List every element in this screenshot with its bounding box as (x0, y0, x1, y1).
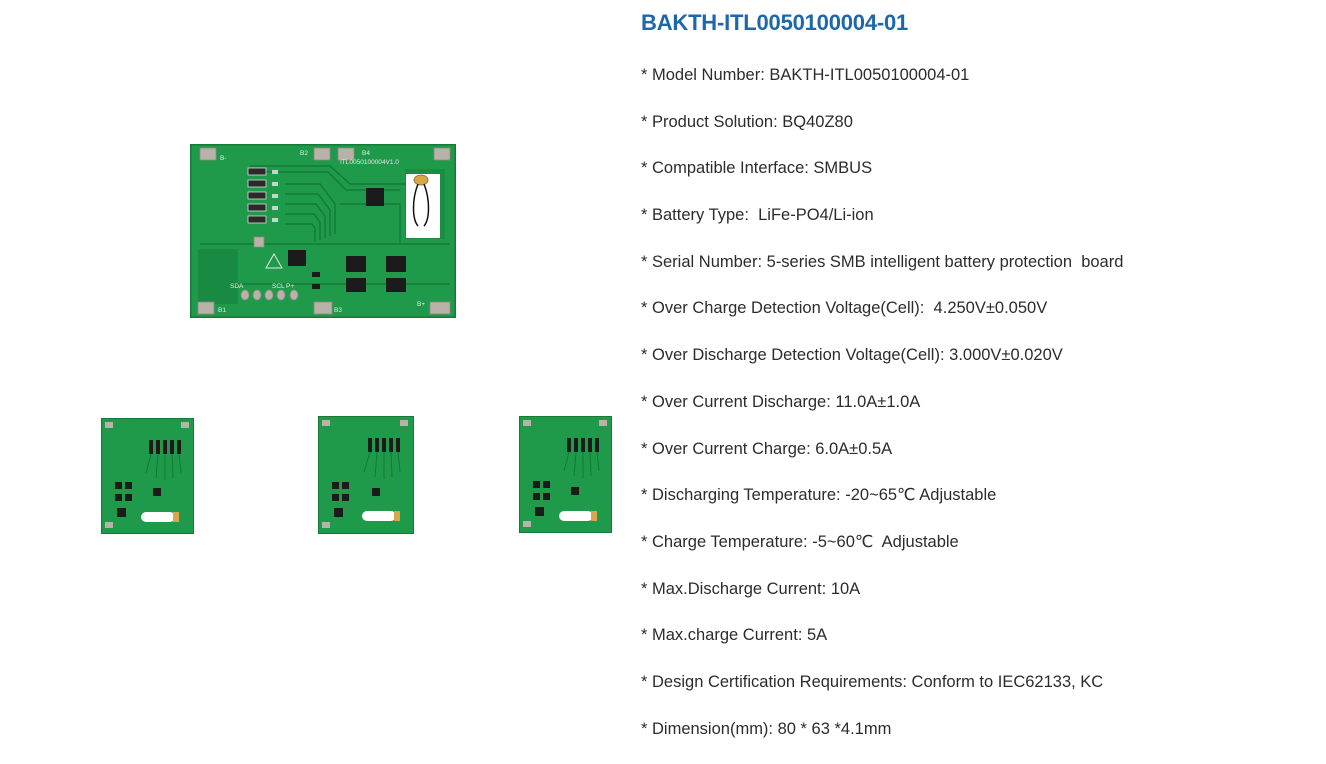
spec-item: * Product Solution: BQ40Z80 (641, 111, 1123, 158)
spec-label: * Product Solution: (641, 112, 783, 131)
spec-value: LiFe-PO4/Li-ion (753, 206, 874, 225)
pad-label-b3: B3 (334, 307, 342, 314)
pad-label-b2: B2 (300, 150, 308, 157)
pad-label-b-plus: B+ (417, 301, 425, 308)
spec-value: 80 * 63 *4.1mm (777, 719, 892, 738)
spec-label: * Over Discharge Detection Voltage(Cell)… (641, 346, 950, 365)
pad-label-b4: B4 (362, 150, 370, 157)
spec-item: * Design Certification Requirements: Con… (641, 671, 1123, 718)
spec-label: * Model Number: (641, 66, 770, 84)
spec-label: * Design Certification Requirements: (641, 672, 912, 691)
thumbnail-2[interactable] (318, 416, 414, 534)
spec-label: * Discharging Temperature: (641, 486, 846, 505)
spec-label: * Max.charge Current: (641, 626, 807, 645)
spec-item: * Over Discharge Detection Voltage(Cell)… (641, 344, 1123, 391)
pad-label-b-minus: B- (220, 155, 227, 162)
product-title: BAKTH-ITL0050100004-01 (641, 10, 909, 35)
spec-label: * Max.Discharge Current: (641, 579, 831, 598)
pcb-board-illustration: ITL0050100004V1.0 B- B2 B4 B1 B3 B+ SDA … (190, 144, 456, 318)
spec-item: * Discharging Temperature: -20~65℃ Adjus… (641, 484, 1123, 531)
spec-item: * Charge Temperature: -5~60℃ Adjustable (641, 531, 1123, 578)
main-product-image: ITL0050100004V1.0 B- B2 B4 B1 B3 B+ SDA … (190, 144, 456, 318)
spec-item: * Max.charge Current: 5A (641, 624, 1123, 671)
pad-label-p-plus: P+ (286, 283, 294, 290)
spec-label: * Dimension(mm): (641, 719, 778, 738)
spec-label: * Over Current Discharge: (641, 392, 836, 411)
spec-value: 6.0A±0.5A (815, 439, 893, 458)
spec-label: * Over Charge Detection Voltage(Cell): (641, 299, 929, 318)
spec-item: * Dimension(mm): 80 * 63 *4.1mm (641, 718, 1123, 764)
spec-value: 5A (806, 626, 828, 645)
spec-value: 10A (830, 579, 861, 598)
pad-label-scl: SCL (272, 283, 285, 290)
pcb-thumbnail-illustration (519, 416, 612, 533)
pcb-silk-id: ITL0050100004V1.0 (340, 159, 399, 166)
pcb-thumbnail-illustration (101, 418, 194, 534)
spec-value: -5~60℃ Adjustable (812, 532, 959, 551)
spec-item: * Battery Type: LiFe-PO4/Li-ion (641, 204, 1123, 251)
spec-item: * Over Current Discharge: 11.0A±1.0A (641, 391, 1123, 438)
spec-label: * Battery Type: (641, 206, 754, 225)
spec-label: * Serial Number: (641, 252, 767, 271)
pad-label-sda: SDA (230, 283, 244, 290)
spec-label: * Charge Temperature: (641, 532, 813, 551)
spec-list: * Model Number: BAKTH-ITL0050100004-01* … (641, 64, 1123, 764)
spec-item: * Compatible Interface: SMBUS (641, 157, 1123, 204)
pad-label-b1: B1 (218, 307, 226, 314)
spec-value: SMBUS (813, 159, 873, 178)
spec-value: Conform to IEC62133, KC (911, 672, 1104, 691)
spec-item: * Model Number: BAKTH-ITL0050100004-01 (641, 64, 1123, 111)
spec-value: 5-series SMB intelligent battery protect… (766, 252, 1124, 271)
spec-item: * Max.Discharge Current: 10A (641, 578, 1123, 625)
spec-value: -20~65℃ Adjustable (845, 486, 997, 505)
spec-value: BQ40Z80 (782, 112, 853, 131)
spec-label: * Over Current Charge: (641, 439, 816, 458)
spec-value: 11.0A±1.0A (835, 392, 921, 411)
pcb-thumbnail-illustration (318, 416, 414, 534)
spec-item: * Over Current Charge: 6.0A±0.5A (641, 438, 1123, 485)
spec-label: * Compatible Interface: (641, 159, 814, 178)
spec-item: * Over Charge Detection Voltage(Cell): 4… (641, 297, 1123, 344)
product-gallery: ITL0050100004V1.0 B- B2 B4 B1 B3 B+ SDA … (0, 0, 630, 744)
spec-value: 3.000V±0.020V (949, 346, 1063, 365)
spec-value: 4.250V±0.050V (928, 299, 1048, 318)
thumbnail-1[interactable] (101, 418, 194, 534)
spec-item: * Serial Number: 5-series SMB intelligen… (641, 251, 1123, 298)
spec-value: BAKTH-ITL0050100004-01 (769, 66, 970, 84)
thumbnail-3[interactable] (519, 416, 612, 533)
